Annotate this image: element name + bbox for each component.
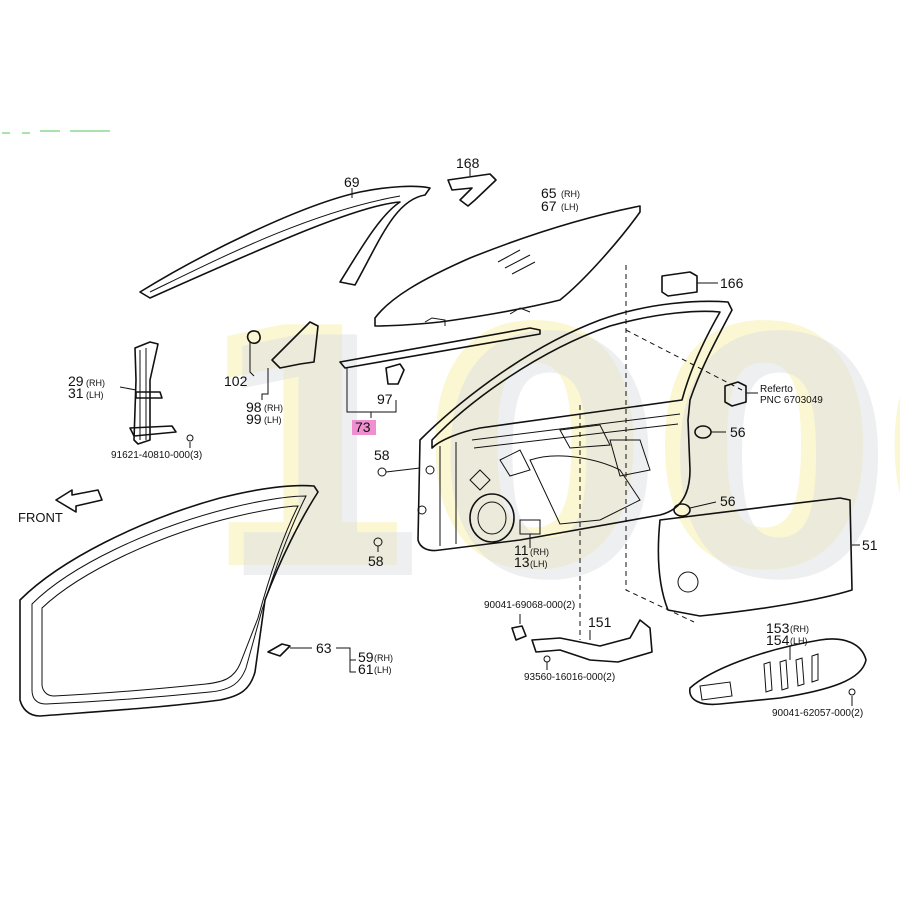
label-referto: Referto <box>760 384 793 395</box>
label-166: 166 <box>720 275 744 291</box>
label-99: 99 <box>246 411 262 427</box>
label-63: 63 <box>316 640 332 656</box>
part-102-98-trim <box>246 321 319 400</box>
label-front: FRONT <box>18 510 63 525</box>
label-65: 65 <box>541 185 557 201</box>
label-102: 102 <box>224 373 248 389</box>
label-168: 168 <box>456 155 480 171</box>
label-59-suffix: (RH) <box>374 653 393 663</box>
dash-line-2 <box>625 329 743 391</box>
label-154: 154 <box>766 632 790 648</box>
part-168-bracket <box>447 168 497 207</box>
label-58-b: 58 <box>368 553 384 569</box>
part-73-weatherstrip <box>339 327 541 435</box>
label-73: 73 <box>355 419 371 435</box>
label-99-suffix: (LH) <box>264 415 282 425</box>
part-166-pad <box>661 271 718 297</box>
part-56-clips <box>673 425 726 517</box>
label-11-suffix: (RH) <box>530 547 549 557</box>
front-arrow <box>55 489 103 513</box>
dash-line-1 <box>625 265 695 623</box>
part-referto-block <box>724 381 758 407</box>
part-number-91621: 91621-40810-000(3) <box>111 450 202 461</box>
label-154-suffix: (LH) <box>790 636 808 646</box>
label-98-suffix: (RH) <box>264 403 283 413</box>
part-29-channel <box>119 341 194 448</box>
part-11-door-panel <box>417 300 733 552</box>
label-61-suffix: (LH) <box>374 665 392 675</box>
label-67-suffix: (LH) <box>561 202 579 212</box>
part-153-inner-panel <box>689 638 867 706</box>
label-11: 11 <box>514 542 529 558</box>
label-31: 31 <box>68 385 84 401</box>
watermark-text-gray: 1000g <box>205 269 900 653</box>
label-97: 97 <box>377 391 393 407</box>
label-153-suffix: (RH) <box>790 624 809 634</box>
label-13: 13 <box>514 554 530 570</box>
part-number-90041-69068: 90041-69068-000(2) <box>484 600 575 611</box>
part-151-bracket <box>511 614 653 670</box>
part-number-90041-62057: 90041-62057-000(2) <box>772 708 863 719</box>
label-13-suffix: (LH) <box>530 559 548 569</box>
label-58-a: 58 <box>374 447 390 463</box>
label-51: 51 <box>862 537 878 553</box>
part-number-93560: 93560-16016-000(2) <box>524 672 615 683</box>
part-63-clip <box>267 643 356 673</box>
label-98: 98 <box>246 399 262 415</box>
part-58-grommets <box>373 467 421 552</box>
label-61: 61 <box>358 661 374 677</box>
label-69: 69 <box>344 174 360 190</box>
label-29: 29 <box>68 373 84 389</box>
label-29-suffix: (RH) <box>86 378 105 388</box>
highlight-73 <box>352 420 376 435</box>
label-151: 151 <box>588 614 612 630</box>
scan-artifact <box>2 130 110 134</box>
watermark: 1000g 1000g <box>190 259 900 653</box>
label-56-b: 56 <box>720 493 736 509</box>
label-56-a: 56 <box>730 424 746 440</box>
part-65-door-glass <box>374 205 641 327</box>
part-69-moulding <box>139 185 431 299</box>
part-51-sheet <box>657 497 860 617</box>
part-59-opening-weatherstrip <box>19 484 319 717</box>
label-153: 153 <box>766 620 790 636</box>
label-31-suffix: (LH) <box>86 390 104 400</box>
label-67: 67 <box>541 198 557 214</box>
label-65-suffix: (RH) <box>561 189 580 199</box>
label-59: 59 <box>358 649 374 665</box>
part-97-clip <box>385 363 405 385</box>
label-referto-pnc: PNC 6703049 <box>760 395 823 406</box>
